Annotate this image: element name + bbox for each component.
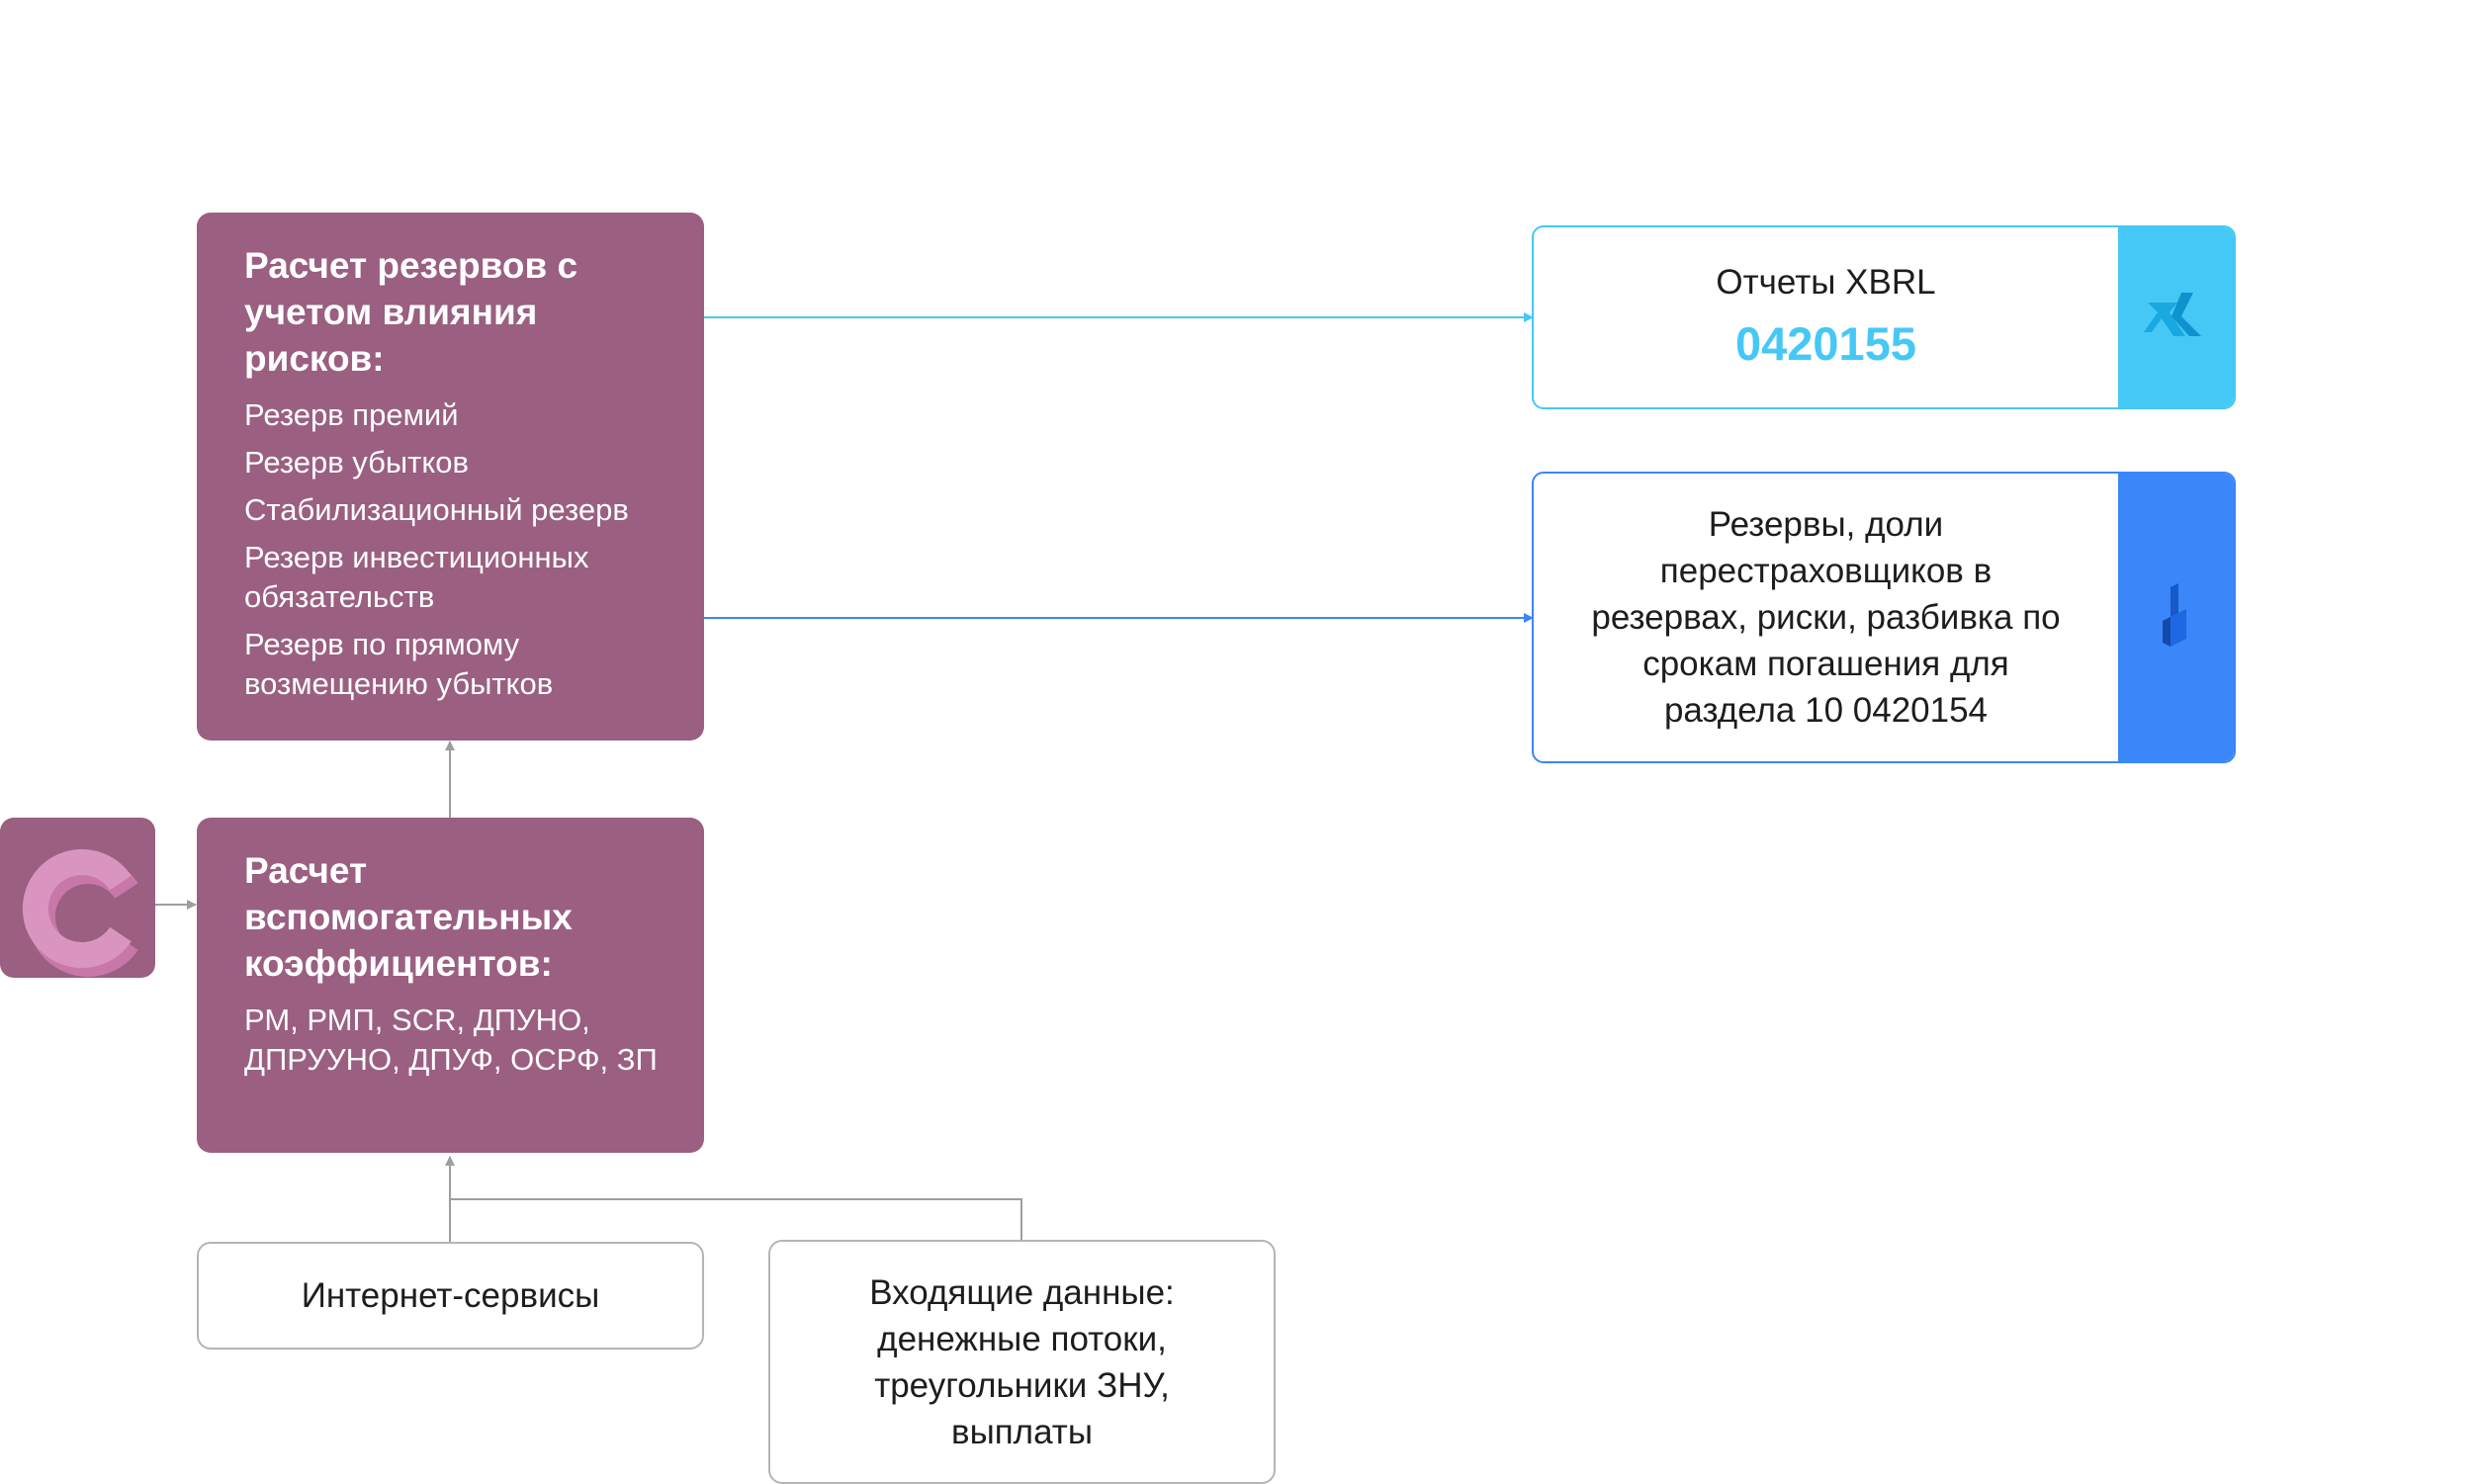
coefficients-list: РМ, РМП, SCR, ДПУНО, ДПРУУНО, ДПУФ, ОСРФ… bbox=[244, 1003, 658, 1077]
xbrl-report-title: Отчеты XBRL bbox=[1716, 263, 1936, 302]
edge-input-to-coefficients bbox=[450, 1198, 1022, 1240]
reserve-item-direct-compensation: Резерв по прямому возмещению убытков bbox=[244, 627, 554, 701]
internet-services-node: Интернет-сервисы bbox=[197, 1242, 704, 1350]
input-data-label: Входящие данные: денежные потоки, треуго… bbox=[869, 1272, 1175, 1451]
reserve-item-premiums: Резерв премий bbox=[244, 397, 459, 432]
xbrl-report-code: 0420155 bbox=[1735, 317, 1916, 370]
reserves-calculation-title: Расчет резервов с учетом влияния рисков: bbox=[244, 245, 578, 379]
coefficients-calculation-node: Расчет вспомогательных коэффициентов: РМ… bbox=[197, 818, 704, 1153]
xbrl-report-node: Отчеты XBRL 0420155 bbox=[1532, 225, 2236, 409]
reserves-report-node: Резервы, доли перестраховщиков в резерва… bbox=[1532, 472, 2236, 763]
c-logo-icon bbox=[0, 818, 155, 978]
reserve-item-losses: Резерв убытков bbox=[244, 445, 470, 480]
blue-logo-icon bbox=[2118, 474, 2234, 761]
internet-services-label: Интернет-сервисы bbox=[301, 1276, 600, 1315]
reserve-item-investment: Резерв инвестиционных обязательств bbox=[244, 540, 589, 614]
reserves-report-label: Резервы, доли перестраховщиков в резерва… bbox=[1591, 505, 2061, 730]
input-data-node: Входящие данные: денежные потоки, треуго… bbox=[768, 1240, 1276, 1484]
xbrl-logo-icon bbox=[2118, 227, 2234, 407]
reserve-item-stabilization: Стабилизационный резерв bbox=[244, 492, 629, 527]
reserves-calculation-node: Расчет резервов с учетом влияния рисков:… bbox=[197, 213, 704, 741]
coefficients-calculation-title: Расчет вспомогательных коэффициентов: bbox=[244, 850, 573, 984]
